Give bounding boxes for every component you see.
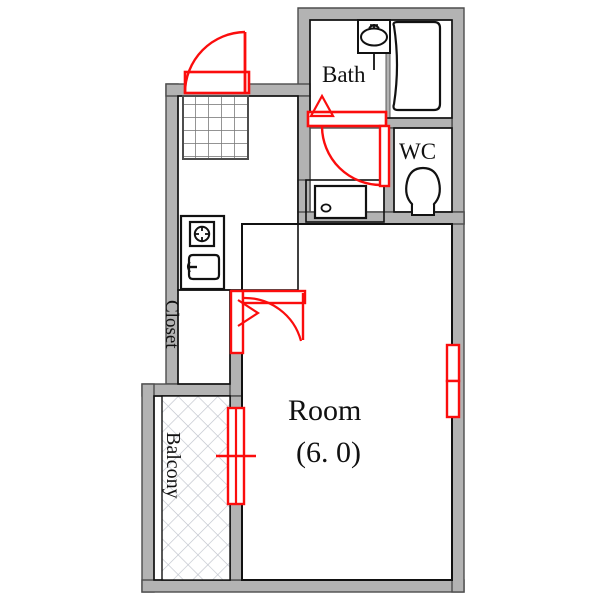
toilet-icon [405,166,441,216]
washing-machine-pan-icon [313,184,368,220]
wall-balcony-left [141,383,155,593]
label-closet: Closet [161,300,182,349]
room-door[interactable] [229,289,307,355]
balcony-floor-hatch [162,396,230,580]
label-balcony: Balcony [162,432,184,499]
entrance-door[interactable] [183,30,251,95]
room-window[interactable] [445,343,461,419]
kitchen-sink-icon [187,253,221,281]
balcony-sliding-door[interactable] [216,406,256,506]
outline-closet [177,289,231,385]
openings [183,30,461,506]
wall-balcony-top [141,383,243,397]
fixtures [179,19,442,291]
stove-burner-icon [188,220,216,248]
label-bath: Bath [322,62,366,87]
bathtub-icon [392,20,442,112]
bath-door[interactable] [306,93,388,187]
outline-washer-alcove [305,179,385,223]
entrance-tiles [182,95,249,160]
washbasin-icon [357,19,391,70]
wc-door[interactable] [378,124,391,188]
wall-bottom [141,579,465,593]
label-wc: WC [399,139,437,164]
label-room-area: (6. 0) [296,436,361,469]
label-room: Room [288,394,362,427]
